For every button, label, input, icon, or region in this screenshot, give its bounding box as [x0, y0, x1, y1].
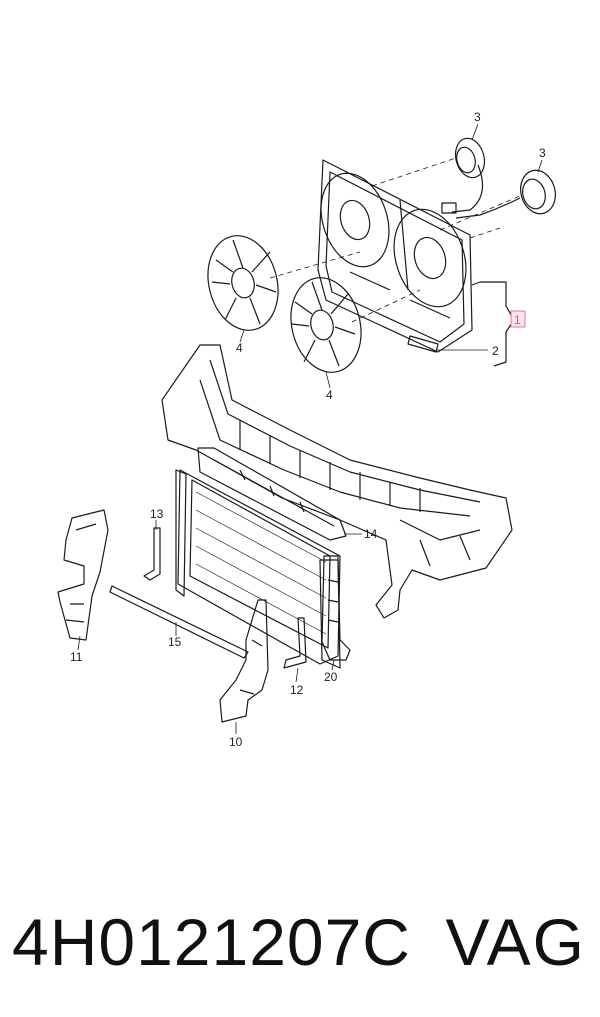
callout-11: 11	[70, 650, 83, 664]
callout-2: 2	[492, 344, 499, 358]
seal-strip-15	[109, 585, 249, 659]
damper-pad	[407, 335, 439, 353]
footer-bar: 4H0121207C VAG	[0, 880, 600, 990]
lock-carrier	[161, 344, 513, 619]
callout-4b: 4	[326, 388, 333, 402]
fan-motor-right	[441, 169, 556, 219]
leader-lines	[77, 123, 543, 734]
radiator	[175, 469, 341, 669]
callout-4a: 4	[236, 341, 243, 355]
callout-20: 20	[324, 670, 338, 684]
callout-12: 12	[290, 683, 304, 697]
guide-lines	[269, 157, 521, 323]
fan-blade-left	[207, 235, 279, 331]
callout-14: 14	[364, 527, 378, 541]
exploded-parts-diagram: 1 2 3 3 4 4 14 13 15 11 12 20 10	[57, 110, 556, 749]
callout-13: 13	[150, 507, 164, 521]
side-member-20	[321, 555, 351, 661]
callout-10: 10	[229, 735, 243, 749]
side-bracket-12	[283, 617, 307, 669]
fan-shroud	[317, 159, 473, 353]
callout-1: 1	[514, 313, 521, 327]
upper-air-guide	[197, 447, 347, 541]
brand-label: VAG	[445, 905, 586, 979]
callout-15: 15	[168, 635, 182, 649]
air-duct-10	[219, 599, 269, 723]
side-bracket-13	[143, 527, 161, 581]
callout-3b: 3	[539, 146, 546, 160]
air-duct-11	[57, 509, 109, 641]
highlight-box-1	[510, 310, 526, 328]
part-number: 4H0121207C	[12, 905, 411, 979]
fan-blade-right	[290, 277, 362, 373]
callout-3a: 3	[474, 110, 481, 124]
fan-motor-left	[451, 137, 486, 213]
